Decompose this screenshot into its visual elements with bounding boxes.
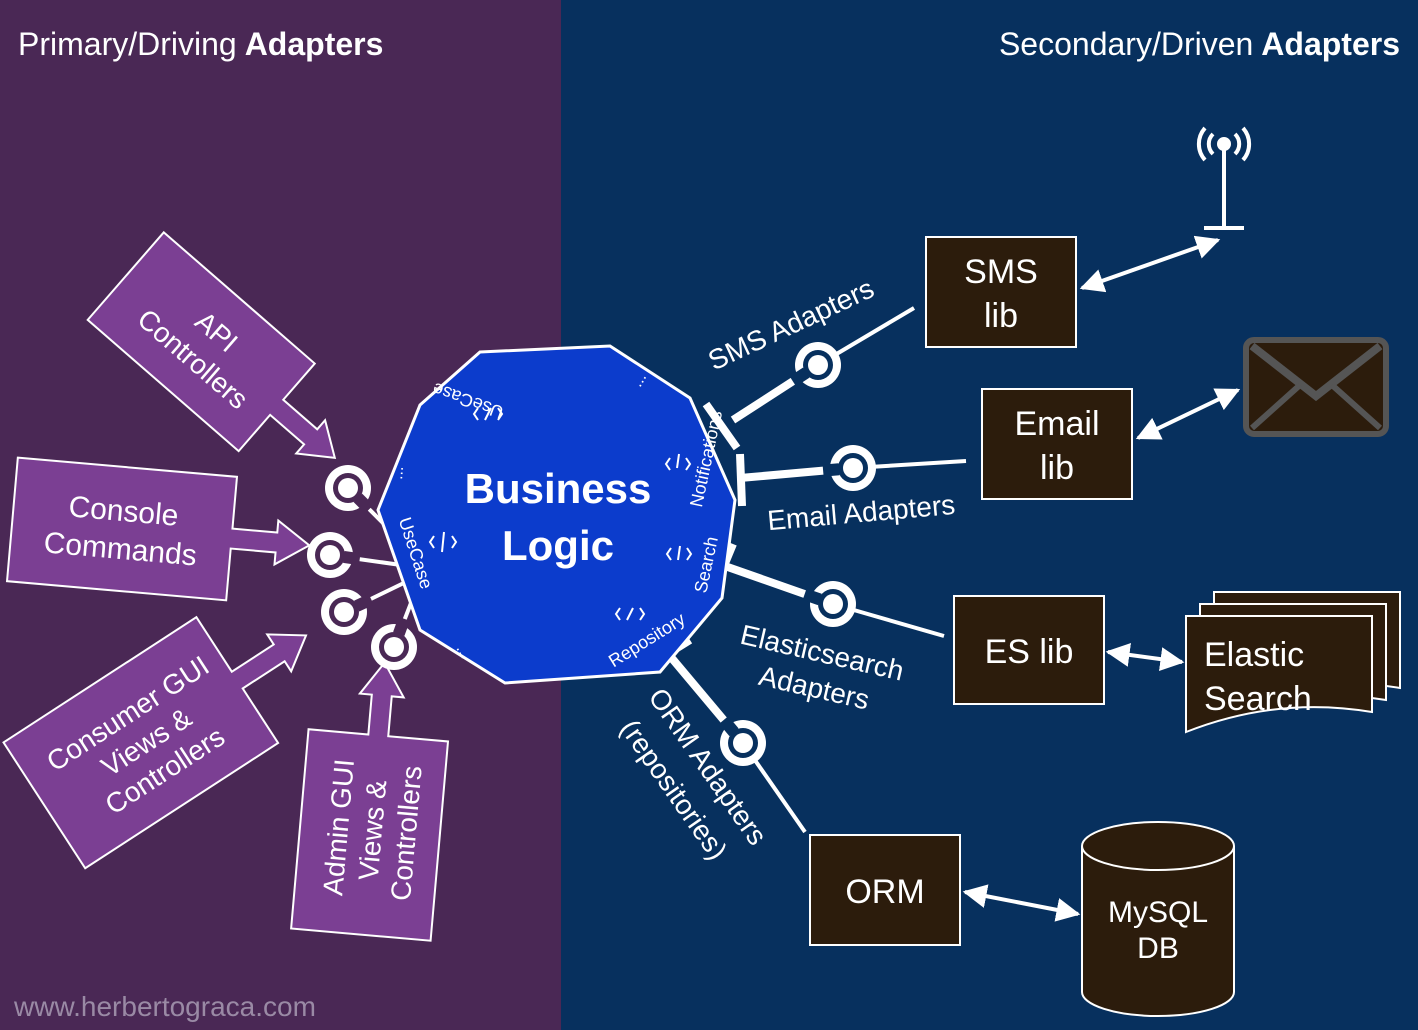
- arrow-glyph-bottom: [614, 607, 646, 621]
- elastic-search-label-1: Elastic: [1204, 636, 1304, 674]
- secondary-header-prefix: Secondary/Driven: [999, 26, 1253, 62]
- email-plug: [736, 453, 746, 507]
- mysql-label-2: DB: [1137, 932, 1179, 965]
- admin-gui-adapter: Admin GUI Views & Controllers: [290, 660, 450, 942]
- core-polygon: [376, 344, 737, 685]
- port-arrow-glyphs: [428, 407, 693, 621]
- sms-socket: [789, 342, 841, 388]
- arrow-glyph-right-mid: [665, 545, 693, 561]
- secondary-sockets: [719, 342, 876, 766]
- orm-mysql-arrow: [962, 884, 1081, 922]
- es-lib-box: ES lib: [953, 595, 1105, 705]
- arrow-glyph-top: [472, 407, 504, 421]
- sms-antenna-arrow: [1079, 235, 1221, 293]
- email-envelope-arrow: [1135, 388, 1241, 440]
- sms-lib-label-2: lib: [984, 297, 1018, 335]
- console-commands-adapter: Console Commands: [5, 456, 312, 602]
- elastic-search-docs: Elastic Search: [1185, 591, 1401, 734]
- email-lib-label-1: Email: [1014, 405, 1099, 443]
- sms-lib-label-1: SMS: [964, 253, 1038, 291]
- console-socket: [307, 532, 361, 578]
- api-socket: [325, 465, 374, 514]
- core-title-line1: Business: [465, 465, 652, 512]
- arrow-glyph-right-top: [664, 453, 692, 471]
- business-logic-core: Business Logic UseCase UseCase Notificat…: [376, 344, 737, 685]
- elastic-search-label-2: Search: [1204, 680, 1312, 718]
- envelope-icon: [1243, 337, 1389, 437]
- primary-header-prefix: Primary/Driving: [18, 26, 237, 62]
- es-socket: [802, 581, 856, 627]
- orm-socket: [719, 716, 766, 766]
- consumer-socket: [321, 589, 374, 635]
- core-title-line2: Logic: [502, 522, 614, 569]
- email-socket: [822, 445, 876, 491]
- antenna-icon: [1196, 126, 1252, 230]
- mysql-db-cylinder: MySQL DB: [1081, 821, 1235, 1017]
- sms-plug: [702, 401, 741, 451]
- email-lib-box: Email lib: [981, 388, 1133, 500]
- arrow-glyph-left: [428, 531, 458, 553]
- orm-lib-label: ORM: [845, 873, 924, 911]
- sms-lib-box: SMS lib: [925, 236, 1077, 348]
- port-ellipsis-l: ...: [389, 466, 407, 481]
- admin-socket: [371, 616, 417, 670]
- es-lib-label: ES lib: [985, 633, 1074, 671]
- mysql-label-1: MySQL: [1108, 896, 1208, 929]
- email-lib-label-2: lib: [1040, 449, 1074, 487]
- consumer-gui-adapter: Consumer GUI Views & Controllers: [2, 615, 308, 870]
- secondary-header-bold: Adapters: [1261, 26, 1400, 62]
- orm-lib-box: ORM: [809, 834, 961, 946]
- primary-adapters: API Controllers Console Commands Consume…: [2, 230, 450, 942]
- primary-header-bold: Adapters: [245, 26, 384, 62]
- es-elastic-arrow: [1105, 643, 1185, 671]
- bidirectional-arrows: [962, 235, 1241, 922]
- primary-sockets: [307, 465, 417, 670]
- watermark: www.herbertograca.com: [13, 991, 316, 1022]
